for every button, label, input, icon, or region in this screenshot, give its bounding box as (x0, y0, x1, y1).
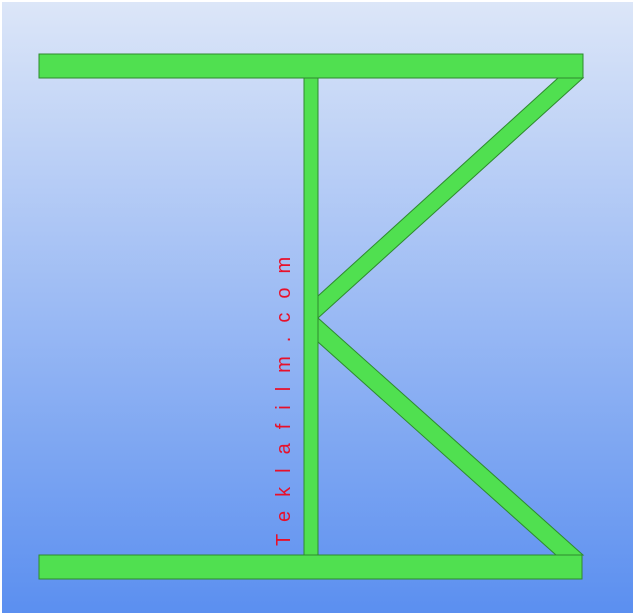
vertical-post (303, 77, 319, 556)
watermark-text: Teklafilm.com (273, 243, 295, 546)
top-beam (38, 53, 584, 79)
bottom-beam (38, 554, 583, 580)
